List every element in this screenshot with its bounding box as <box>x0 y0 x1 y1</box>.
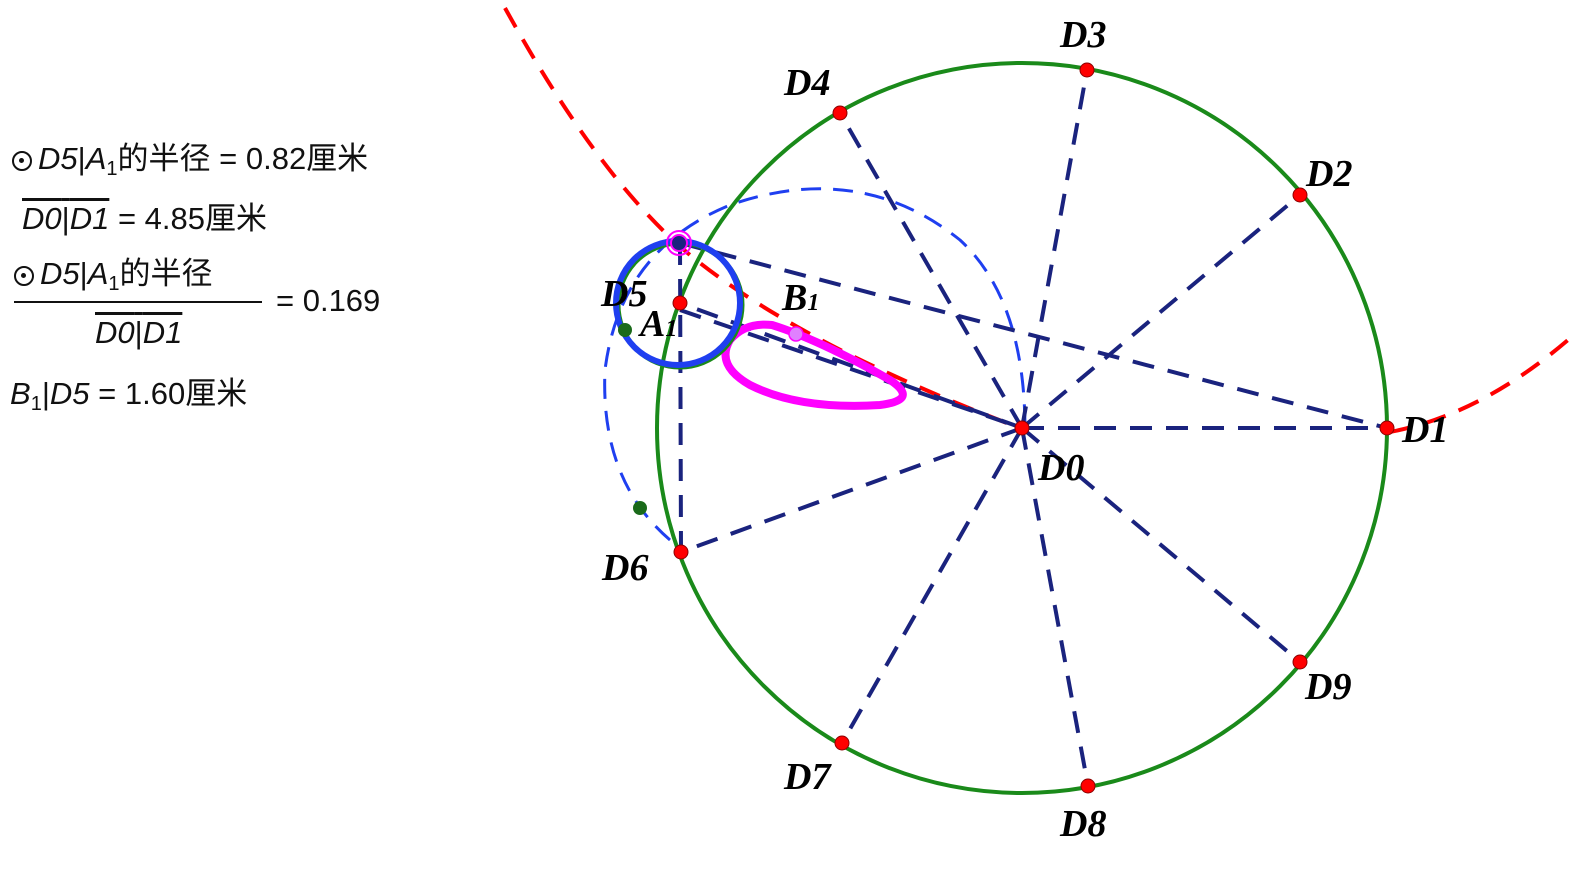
label-a1: A1 <box>638 303 677 345</box>
red-dashed-arc[interactable] <box>503 7 1021 430</box>
circle-center-label: D5 <box>38 141 78 176</box>
ratio-num-subscript: 1 <box>108 273 120 295</box>
point-b1[interactable] <box>788 326 804 342</box>
measurement-circle-radius[interactable]: D5|A1的半径 = 0.82厘米 <box>12 133 368 181</box>
label-d1: D1 <box>1401 409 1448 451</box>
measurement-ratio-result[interactable]: = 0.169 <box>276 283 380 319</box>
ratio-den-end: D1 <box>142 315 183 350</box>
label-d9: D9 <box>1304 666 1351 708</box>
spoke-d3[interactable] <box>1020 69 1089 429</box>
point-d0[interactable] <box>1014 420 1030 436</box>
measurement-segment-length[interactable]: D0|D1 = 4.85厘米 <box>22 201 268 236</box>
point-green-lower[interactable] <box>633 501 647 515</box>
spoke-a1-d1[interactable] <box>679 241 1388 430</box>
ratio-num-center: D5 <box>40 256 80 291</box>
distance-start-label: B <box>10 376 31 411</box>
point-a1[interactable] <box>670 234 688 252</box>
circle-symbol-icon <box>14 266 34 286</box>
label-d7: D7 <box>783 756 832 798</box>
blue-dashed-circle[interactable] <box>603 187 1027 542</box>
point-d6[interactable] <box>673 544 689 560</box>
point-d8[interactable] <box>1080 778 1096 794</box>
segment-a1-b1[interactable] <box>679 308 1023 430</box>
circle-symbol-icon <box>12 151 32 171</box>
label-b1: B1 <box>781 277 819 319</box>
spoke-d2[interactable] <box>1020 193 1302 430</box>
measurement-ratio-numerator: D5|A1的半径 <box>14 248 213 296</box>
point-d4[interactable] <box>832 105 848 121</box>
spoke-d7[interactable] <box>840 427 1024 744</box>
spoke-d4[interactable] <box>838 111 1024 430</box>
point-d7[interactable] <box>834 735 850 751</box>
ratio-num-text: 的半径 <box>119 256 213 291</box>
spoke-d6[interactable] <box>680 426 1023 554</box>
ratio-num-point: A <box>87 256 109 291</box>
label-d3: D3 <box>1059 14 1106 56</box>
segment-d5-d6[interactable] <box>678 242 683 553</box>
measurement-value: 的半径 = 0.82厘米 <box>117 141 369 176</box>
label-d8: D8 <box>1059 803 1106 845</box>
label-d2: D2 <box>1305 153 1352 195</box>
measurement-point-distance[interactable]: B1|D5 = 1.60厘米 <box>10 376 248 415</box>
measurement-value: = 1.60厘米 <box>98 376 248 411</box>
distance-start-subscript: 1 <box>30 393 42 415</box>
spoke-d8[interactable] <box>1020 427 1090 787</box>
label-d4: D4 <box>783 62 830 104</box>
spoke-d9[interactable] <box>1020 426 1302 664</box>
measurement-panel: D5|A1的半径 = 0.82厘米 D0|D1 = 4.85厘米 D5|A1的半… <box>0 0 460 420</box>
label-d5: D5 <box>600 273 647 315</box>
point-d3[interactable] <box>1079 62 1095 78</box>
circle-point-label: A <box>85 141 107 176</box>
segment-start-label: D0 <box>22 201 62 236</box>
point-d5[interactable] <box>672 295 688 311</box>
circle-point-subscript: 1 <box>106 158 118 180</box>
ratio-value: = 0.169 <box>276 283 381 318</box>
measurement-value: = 4.85厘米 <box>117 201 268 236</box>
ratio-den-start: D0 <box>95 315 135 350</box>
measurement-ratio-denominator: D0|D1 <box>95 315 183 350</box>
fraction-bar <box>14 301 262 303</box>
point-green-left[interactable] <box>618 323 632 337</box>
label-d6: D6 <box>601 547 648 589</box>
point-d2[interactable] <box>1292 187 1308 203</box>
distance-end-label: D5 <box>49 376 90 411</box>
point-a1-ring <box>666 230 692 256</box>
spokes <box>678 69 1388 787</box>
points <box>618 62 1395 794</box>
segment-end-label: D1 <box>69 201 110 236</box>
point-d1[interactable] <box>1379 420 1395 436</box>
label-d0: D0 <box>1037 447 1084 489</box>
point-d9[interactable] <box>1292 654 1308 670</box>
